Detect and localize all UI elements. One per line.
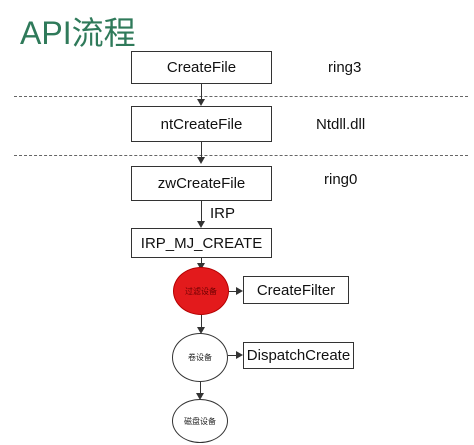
zwcreatefile-label: zwCreateFile (157, 175, 246, 192)
dispatchcreate-box: DispatchCreate (243, 342, 354, 369)
arrow-head-5 (197, 327, 205, 334)
filter-device-node: 过滤设备 (173, 267, 229, 315)
createfile-label: CreateFile (166, 59, 237, 76)
connector-3 (201, 201, 202, 222)
volume-device-node: 卷设备 (172, 333, 228, 382)
ntcreatefile-box: ntCreateFile (131, 106, 272, 142)
arrow-head-2 (197, 157, 205, 164)
zwcreatefile-box: zwCreateFile (131, 166, 272, 201)
connector-filter-h (229, 291, 237, 292)
ntdll-label: Ntdll.dll (316, 116, 366, 133)
irp-mj-create-label: IRP_MJ_CREATE (140, 234, 263, 252)
arrow-head-filter (236, 287, 243, 295)
ntcreatefile-label: ntCreateFile (160, 115, 243, 133)
connector-volume-h (228, 355, 237, 356)
arrow-head-1 (197, 99, 205, 106)
ring0-label: ring0 (324, 171, 358, 188)
connector-6 (200, 382, 201, 395)
ring3-label: ring3 (328, 59, 362, 76)
page-title: API流程 (20, 15, 136, 51)
disk-device-label: 磁盘设备 (184, 416, 216, 426)
connector-4 (201, 258, 202, 266)
arrow-head-4 (197, 263, 205, 270)
dispatchcreate-label: DispatchCreate (246, 347, 351, 364)
arrow-head-6 (196, 393, 204, 400)
connector-2 (201, 142, 202, 158)
disk-device-node: 磁盘设备 (172, 399, 228, 443)
connector-5 (201, 315, 202, 329)
filter-device-label: 过滤设备 (185, 286, 217, 296)
arrow-head-volume (236, 351, 243, 359)
createfilter-label: CreateFilter (256, 281, 336, 299)
connector-1 (201, 84, 202, 100)
createfile-box: CreateFile (131, 51, 272, 84)
irp-mj-create-box: IRP_MJ_CREATE (131, 228, 272, 258)
arrow-head-3 (197, 221, 205, 228)
layer-separator-bottom (14, 155, 468, 156)
layer-separator-top (14, 96, 468, 97)
irp-label: IRP (210, 205, 236, 222)
createfilter-box: CreateFilter (243, 276, 349, 304)
volume-device-label: 卷设备 (188, 353, 212, 362)
